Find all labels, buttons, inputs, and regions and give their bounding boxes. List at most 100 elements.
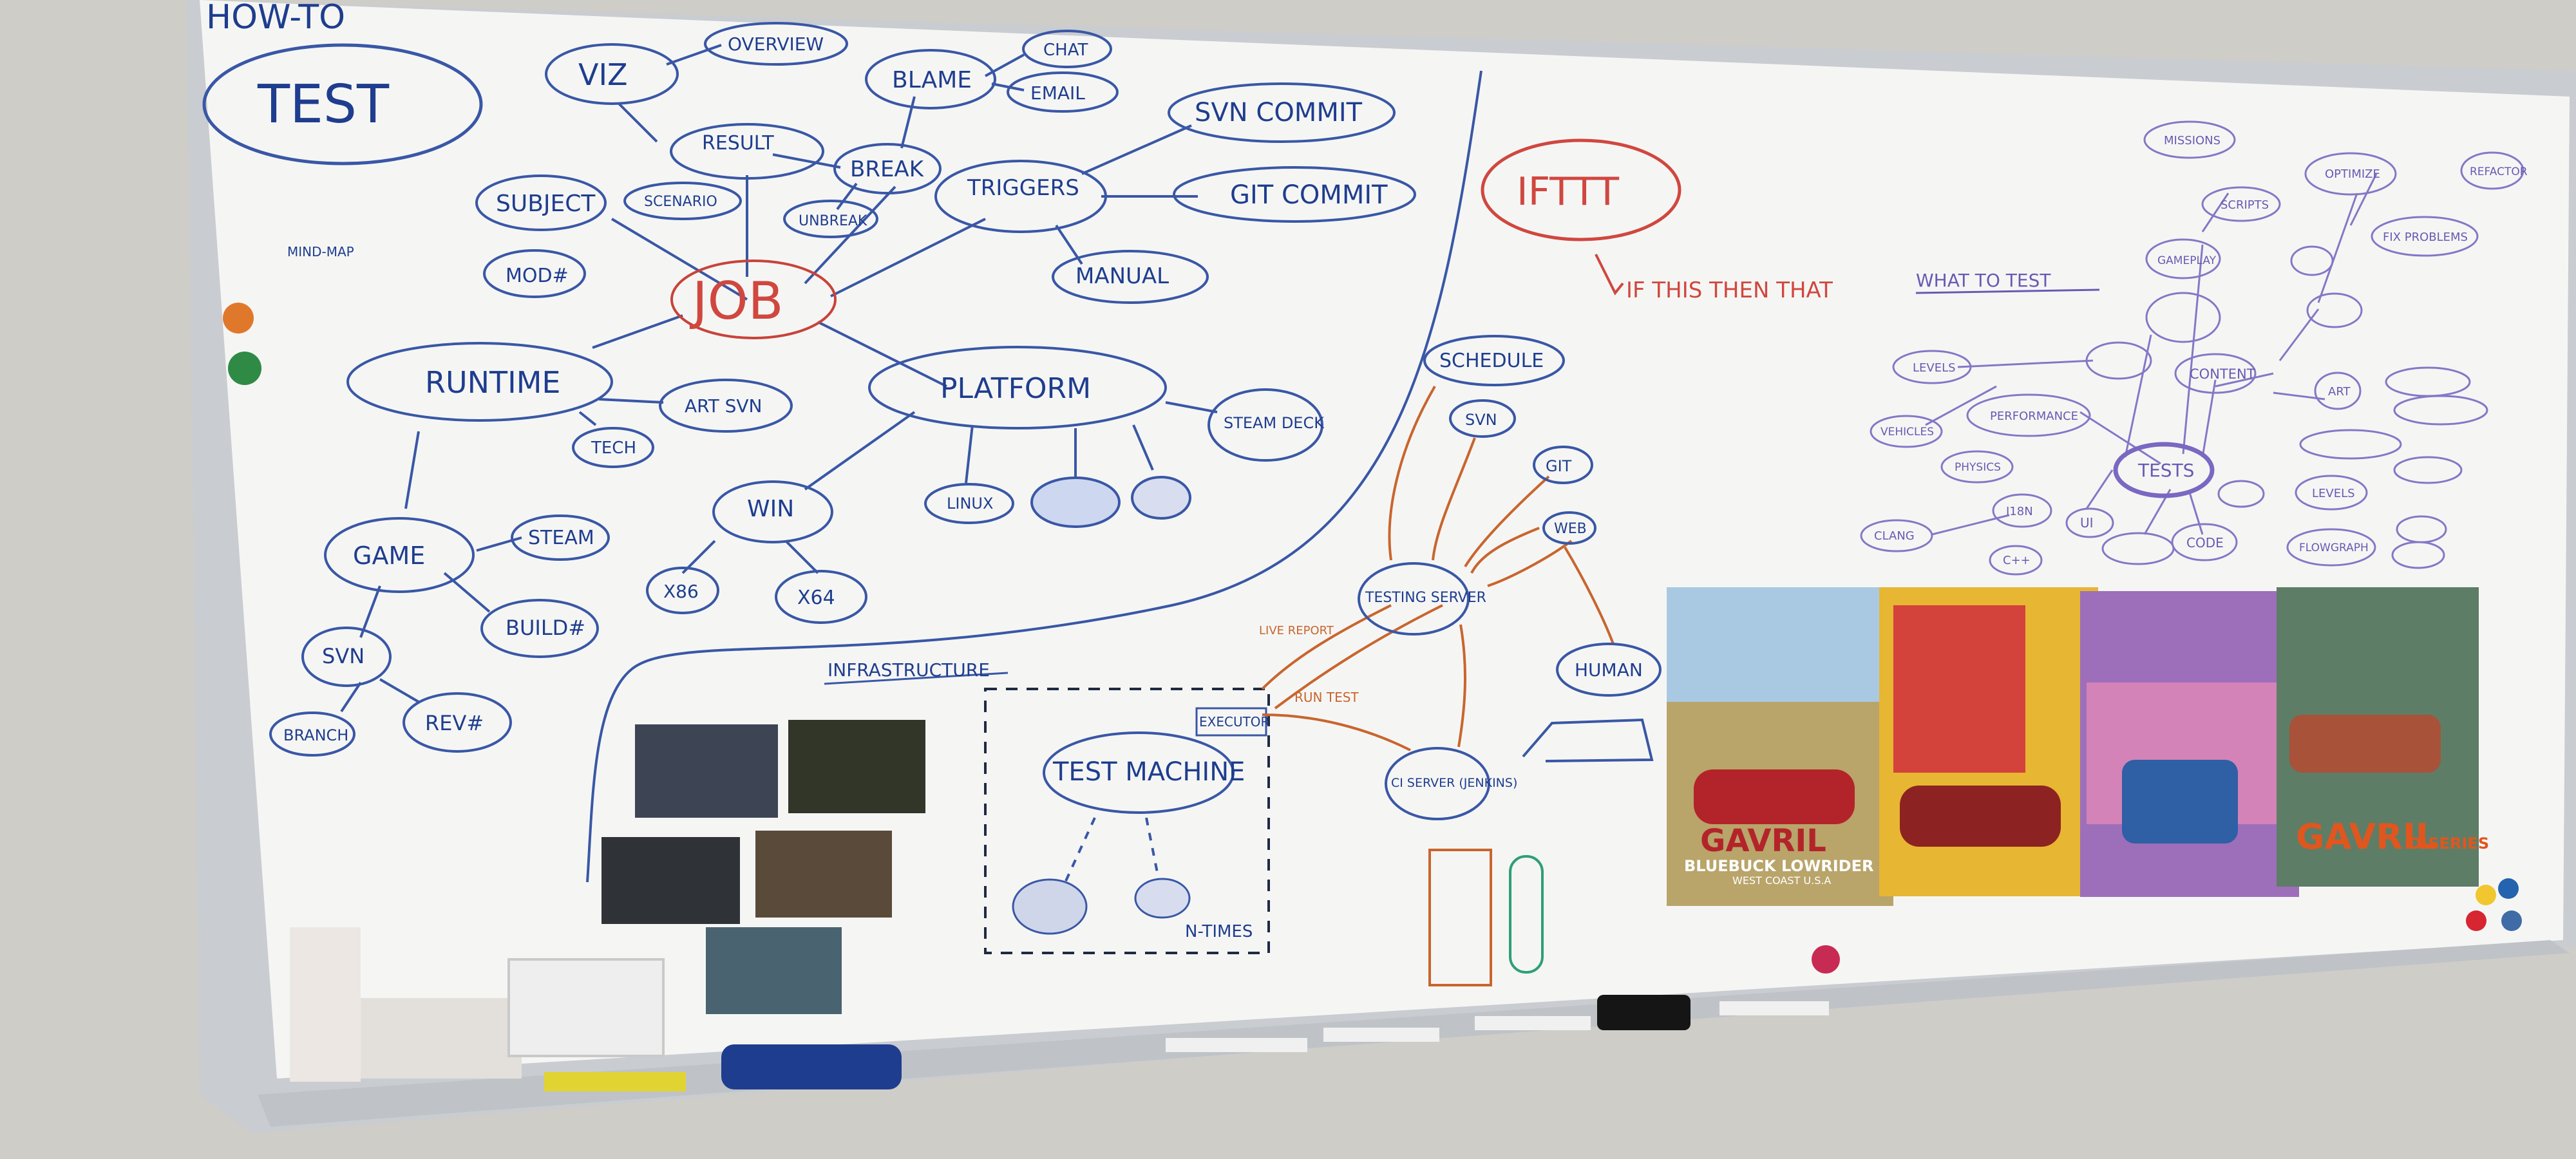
art-svn-label: ART SVN	[685, 395, 762, 417]
build-label: BUILD#	[506, 616, 585, 640]
break-label: BREAK	[850, 156, 925, 182]
manual-label: MANUAL	[1075, 263, 1169, 289]
bluebuck-model: BLUEBUCK LOWRIDER	[1684, 857, 1873, 875]
svn-small-label: SVN	[1465, 411, 1497, 429]
scripts-label: SCRIPTS	[2221, 198, 2269, 212]
ifttt-arrow	[1595, 254, 1624, 296]
steam-label: STEAM	[528, 527, 594, 549]
git-commit-node	[1173, 166, 1416, 223]
red-sketch	[1428, 849, 1492, 986]
color-magnets	[2466, 878, 2522, 931]
tray-items	[507, 945, 1840, 1091]
triggers-node	[934, 160, 1107, 233]
blank-node-a	[1030, 476, 1121, 528]
performance-node	[1966, 393, 2091, 437]
email-label: EMAIL	[1030, 82, 1085, 104]
poster-dseries: GAVRIL D-SERIES	[2277, 587, 2489, 887]
result-label: RESULT	[702, 132, 774, 155]
dseries-model: D-SERIES	[2409, 834, 2489, 853]
tech-label: TECH	[591, 438, 636, 458]
test-bubble-label: TEST	[257, 74, 390, 135]
email-node	[1007, 71, 1119, 113]
triggers-label: TRIGGERS	[967, 175, 1079, 201]
mindmap-nodes	[269, 22, 1416, 757]
unbreak-label: UNBREAK	[799, 213, 867, 229]
poster-bluebuck: GAVRIL BLUEBUCK LOWRIDER WEST COAST U.S.…	[1667, 587, 1893, 906]
vehicles-label: VEHICLES	[1880, 426, 1934, 438]
n-times-label: N-TIMES	[1185, 922, 1253, 941]
green-magnet	[228, 352, 261, 385]
job-node	[670, 259, 837, 339]
test-machine-boundary	[984, 688, 1270, 954]
levels-right-label: LEVELS	[2312, 487, 2355, 500]
ui-label: UI	[2080, 515, 2094, 531]
poster-purple	[2080, 591, 2299, 897]
art-svn-node	[659, 379, 793, 433]
job-label: JOB	[689, 271, 783, 331]
unbreak-node	[783, 200, 878, 238]
flowgraph-label: FLOWGRAPH	[2299, 542, 2369, 554]
chat-label: CHAT	[1043, 41, 1088, 60]
tests-label: TESTS	[2137, 460, 2194, 481]
performance-label: PERFORMANCE	[1990, 410, 2078, 423]
server-nodes	[1358, 335, 1662, 820]
poster-yellow	[1879, 587, 2098, 896]
x64-node	[775, 570, 867, 624]
manual-node	[1052, 250, 1209, 304]
game-label: GAME	[353, 542, 425, 570]
git-node	[1533, 446, 1593, 484]
executor-box	[1195, 707, 1267, 737]
reference-photos	[290, 720, 925, 1082]
mind-map-label: MIND-MAP	[287, 244, 354, 259]
result-node	[670, 123, 824, 180]
test-bubble	[202, 43, 483, 165]
git-commit-label: GIT COMMIT	[1230, 180, 1388, 210]
test-machine-node	[1043, 731, 1235, 814]
break-node	[833, 143, 942, 194]
svn-small-node	[1449, 399, 1516, 438]
overview-node	[704, 22, 848, 66]
platform-label: PLATFORM	[940, 372, 1091, 405]
mod-label: MOD#	[506, 265, 569, 287]
linux-node	[924, 483, 1014, 524]
purple-nodes	[1860, 120, 2524, 576]
game-node	[324, 517, 475, 593]
web-label: WEB	[1554, 521, 1587, 537]
testing-server-label: TESTING SERVER	[1365, 590, 1486, 606]
x86-node	[646, 567, 719, 614]
refactor-label: REFACTOR	[2470, 165, 2528, 178]
green-sketch	[1509, 855, 1544, 974]
rev-node	[402, 692, 512, 753]
schedule-label: SCHEDULE	[1439, 350, 1544, 372]
human-node	[1556, 643, 1662, 697]
runtime-label: RUNTIME	[425, 365, 560, 400]
code-label: CODE	[2186, 535, 2224, 551]
x86-label: X86	[663, 581, 699, 602]
divider-curve	[586, 70, 1482, 883]
scenario-label: SCENARIO	[644, 194, 717, 210]
chat-node	[1022, 30, 1112, 68]
x64-label: X64	[797, 587, 835, 609]
rev-label: REV#	[425, 711, 484, 735]
linux-label: LINUX	[947, 495, 993, 513]
human-label: HUMAN	[1575, 659, 1643, 681]
physics-label: PHYSICS	[1955, 461, 2001, 474]
scenario-node	[623, 182, 742, 220]
blame-node	[865, 49, 996, 109]
infrastructure-label: INFRASTRUCTURE	[828, 659, 990, 681]
tests-node	[2113, 442, 2215, 498]
machine-instance-a	[1012, 878, 1088, 935]
win-label: WIN	[747, 496, 794, 522]
bluebuck-brand: GAVRIL	[1700, 823, 1826, 859]
runtime-node	[346, 342, 613, 422]
svn-commit-node	[1168, 82, 1396, 143]
levels-left-label: LEVELS	[1913, 361, 1956, 375]
cpp-label: C++	[2003, 554, 2031, 567]
server-connectors	[1261, 385, 1615, 751]
win-node	[712, 480, 833, 543]
infrastructure-underline	[824, 672, 1009, 685]
git-label: GIT	[1546, 457, 1572, 475]
web-node	[1542, 511, 1596, 545]
orange-magnet	[223, 303, 254, 334]
